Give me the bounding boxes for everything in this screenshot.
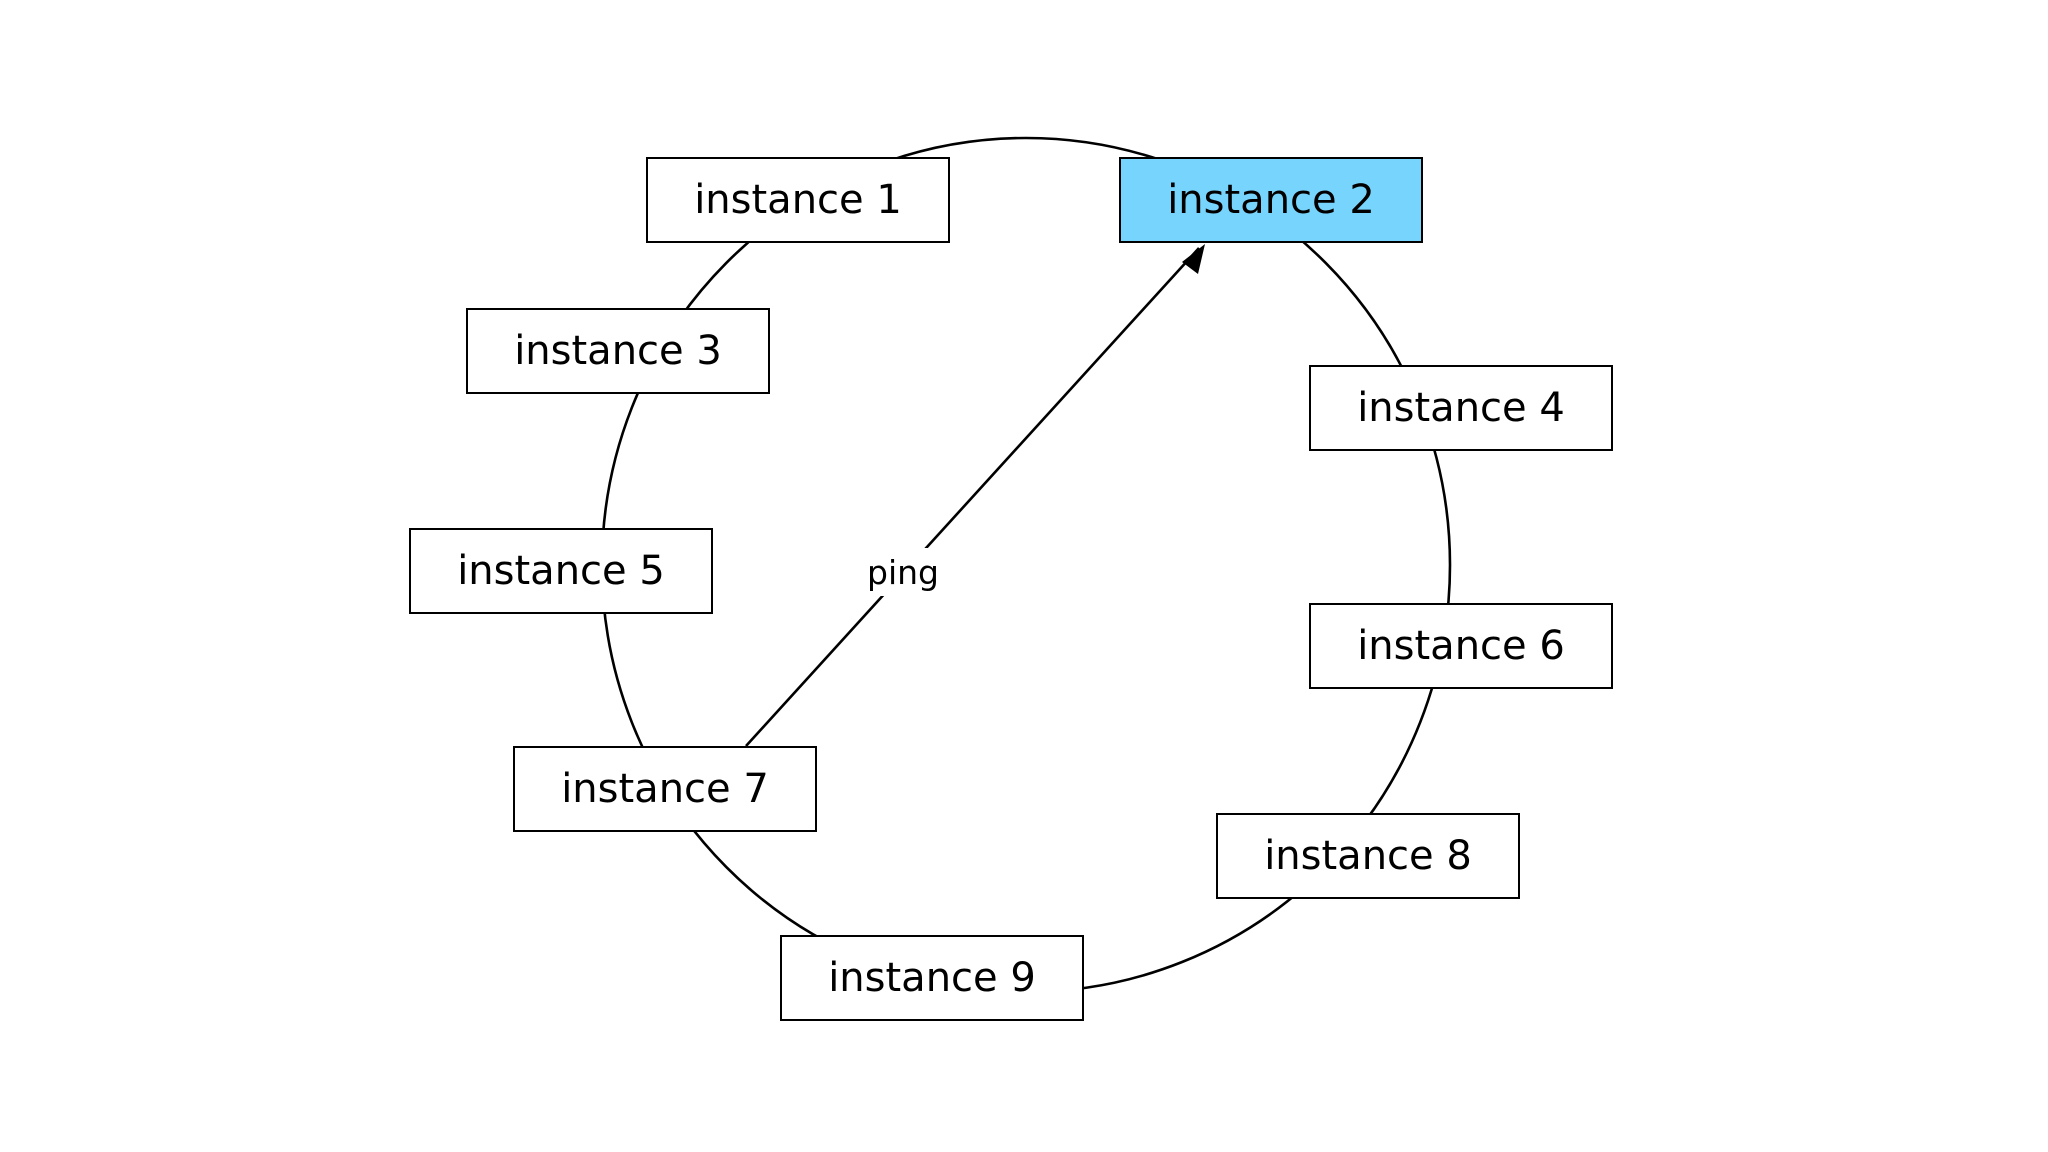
instance-node-8: instance 8 <box>1216 813 1520 899</box>
instance-node-3: instance 3 <box>466 308 770 394</box>
instance-node-6: instance 6 <box>1309 603 1613 689</box>
instance-node-2: instance 2 <box>1119 157 1423 243</box>
ping-label: ping <box>848 548 958 596</box>
instance-node-1: instance 1 <box>646 157 950 243</box>
ping-arrow <box>745 247 1200 747</box>
instance-node-7: instance 7 <box>513 746 817 832</box>
instance-node-9: instance 9 <box>780 935 1084 1021</box>
instance-node-5: instance 5 <box>409 528 713 614</box>
instance-node-4: instance 4 <box>1309 365 1613 451</box>
ping-arrowhead <box>1182 244 1205 274</box>
